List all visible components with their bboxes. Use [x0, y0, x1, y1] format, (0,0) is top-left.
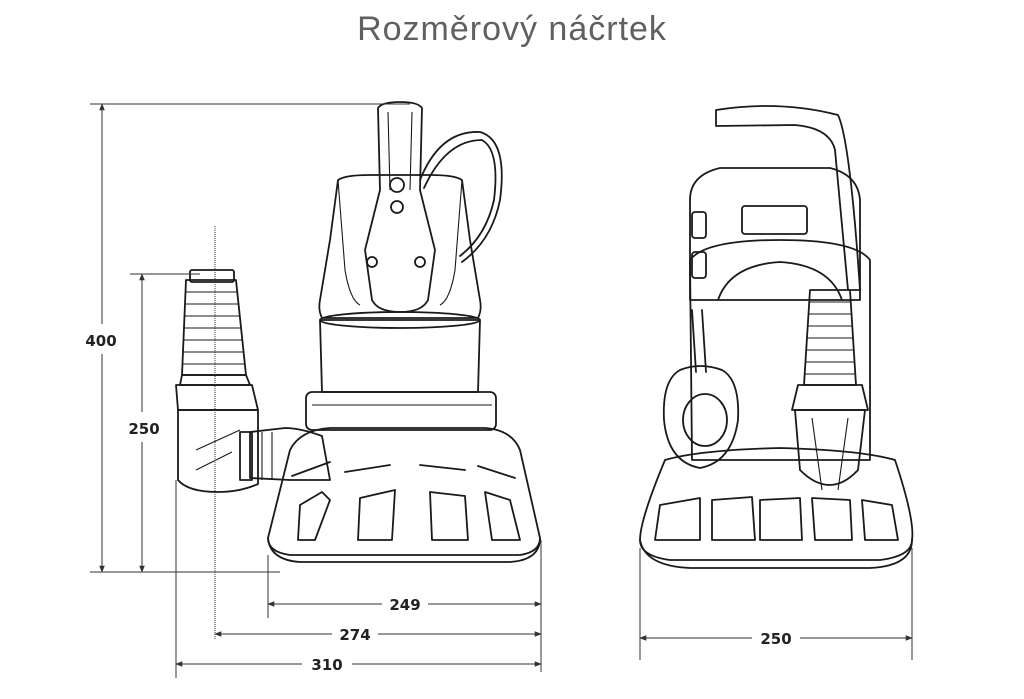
- dimension-width-side: 250: [639, 548, 913, 660]
- page-title: Rozměrový náčrtek: [357, 10, 667, 48]
- dim-label-274: 274: [339, 626, 370, 644]
- dim-label-250-vertical: 250: [128, 420, 159, 438]
- dimension-height-outlet: 250: [128, 273, 200, 573]
- dimension-width-total: 310: [175, 480, 542, 678]
- dim-label-310: 310: [311, 656, 342, 674]
- front-view-pump: [175, 101, 541, 640]
- side-view-pump: [639, 105, 914, 569]
- dimension-width-base: 249: [267, 540, 542, 672]
- dim-label-249: 249: [389, 596, 420, 614]
- dim-label-400: 400: [85, 332, 116, 350]
- dim-label-250-horizontal: 250: [760, 630, 791, 648]
- dimension-width-outlet-axis: 274: [214, 626, 542, 644]
- dimension-height-total: 400: [85, 103, 410, 573]
